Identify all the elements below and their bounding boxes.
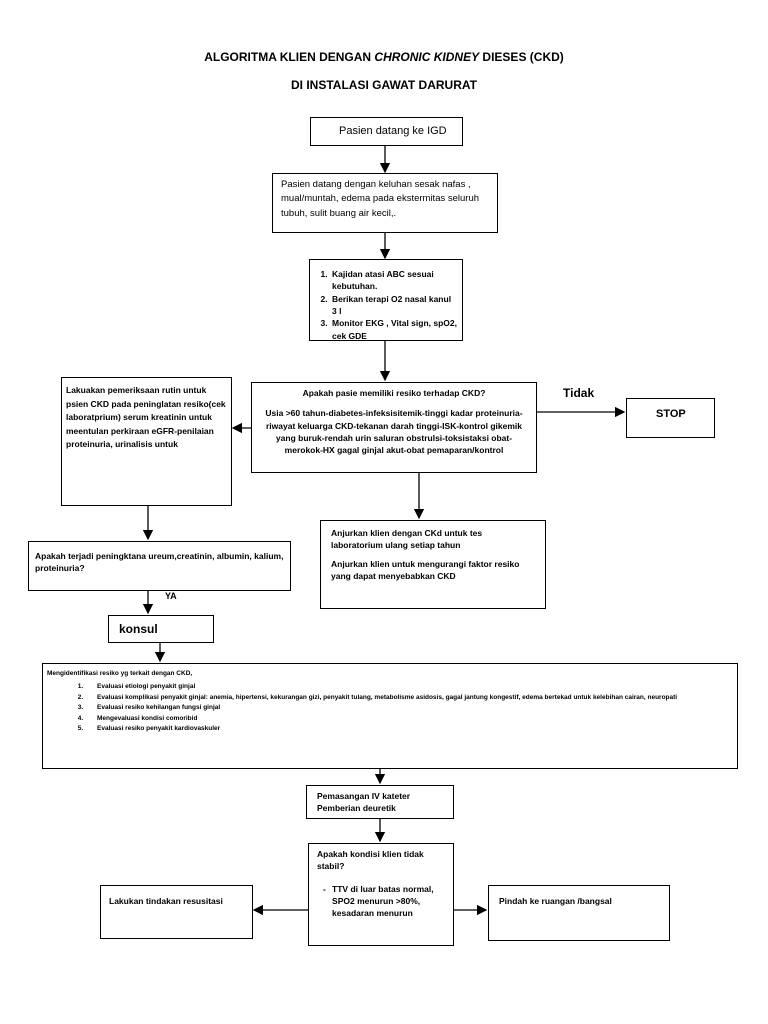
resuscitate-box: Lakukan tindakan resusitasi [100, 885, 253, 939]
lab-question-box: Apakah terjadi peningktana ureum,creatin… [28, 541, 291, 591]
complaint-box: Pasien datang dengan keluhan sesak nafas… [272, 173, 498, 233]
tidak-label: Tidak [563, 386, 595, 400]
initial-actions-box: Kajidan atasi ABC sesuai kebutuhan. Beri… [309, 259, 463, 341]
risk-question: Apakah pasie memiliki resiko terhadap CK… [302, 388, 486, 398]
action-item: Berikan terapi O2 nasal kanul 3 l [330, 293, 458, 318]
risk-question-box: Apakah pasie memiliki resiko terhadap CK… [251, 382, 537, 473]
iv-line: Pemberian deuretik [317, 803, 396, 814]
bullet-dash: - [323, 883, 326, 894]
transfer-box: Pindah ke ruangan /bangsal [488, 885, 670, 941]
ya-label: YA [165, 591, 177, 601]
identify-item: Evaluasi resiko penyakit kardiovaskuler [85, 724, 733, 734]
risk-factors: Usia >60 tahun-diabetes-infeksisitemik-t… [265, 408, 523, 456]
routine-check-box: Lakuakan pemeriksaan rutin untuk psien C… [61, 377, 232, 506]
unstable-question-box: Apakah kondisi klien tidak stabil? - TTV… [308, 843, 454, 946]
unstable-criteria: TTV di luar batas normal, SPO2 menurun >… [332, 883, 434, 919]
identify-risk-box: Mengidentifikasi resiko yg terkait denga… [42, 663, 738, 769]
arrival-box: Pasien datang ke IGD [310, 117, 463, 146]
unstable-question: Apakah kondisi klien tidak stabil? [317, 849, 424, 872]
advice-text: Anjurkan klien dengan CKd untuk tes labo… [331, 528, 483, 551]
document-title: ALGORITMA KLIEN DENGAN CHRONIC KIDNEY DI… [204, 50, 564, 64]
identify-title: Mengidentifikasi resiko yg terkait denga… [47, 670, 193, 677]
document-subtitle: DI INSTALASI GAWAT DARURAT [291, 78, 477, 92]
iv-line: Pemasangan IV kateter [317, 791, 411, 801]
identify-item: Evaluasi komplikasi penyakit ginjal: ane… [85, 693, 733, 703]
action-item: Monitor EKG , Vital sign, spO2, cek GDE [330, 317, 458, 342]
stop-box: STOP [626, 398, 715, 438]
action-item: Kajidan atasi ABC sesuai kebutuhan. [330, 268, 458, 293]
advice-box: Anjurkan klien dengan CKd untuk tes labo… [320, 520, 546, 609]
identify-item: Mengevaluasi kondisi comoribid [85, 714, 733, 724]
identify-item: Evaluasi resiko kehilangan fungsi ginjal [85, 703, 733, 713]
advice-text: Anjurkan klien untuk mengurangi faktor r… [331, 558, 520, 581]
identify-item: Evaluasi etiologi penyakit ginjal [85, 682, 733, 692]
konsul-box: konsul [108, 615, 214, 643]
iv-box: Pemasangan IV kateter Pemberian deuretik [306, 785, 454, 819]
